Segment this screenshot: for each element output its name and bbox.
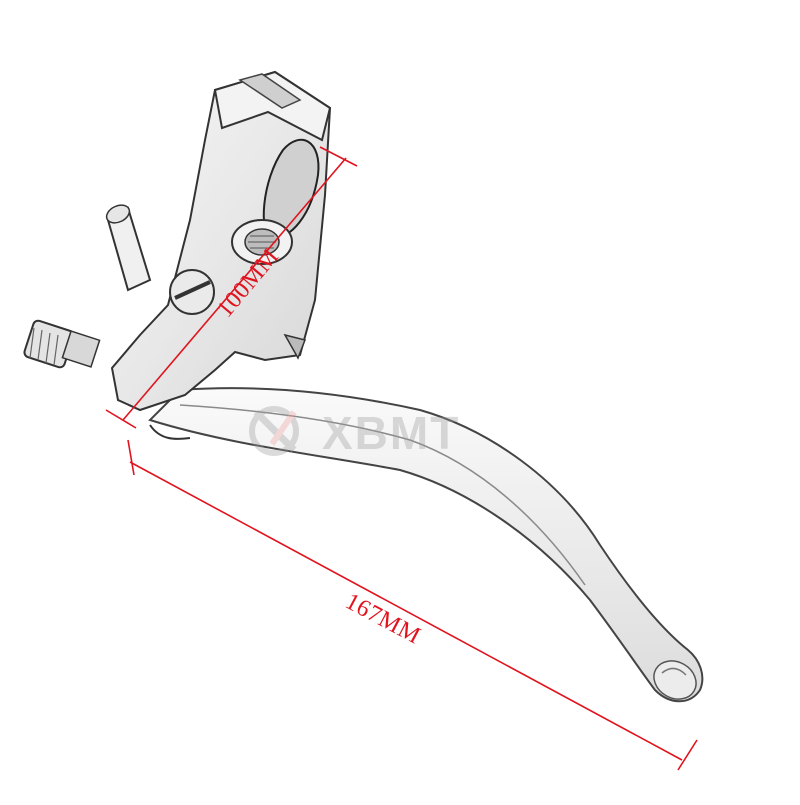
dimension-167mm xyxy=(127,439,698,771)
watermark: XBMT xyxy=(244,404,461,459)
lever-blade xyxy=(148,387,704,703)
watermark-logo-icon xyxy=(249,406,299,456)
lever-housing xyxy=(23,70,332,412)
watermark-text: XBMT xyxy=(322,407,461,459)
dimension-100mm xyxy=(105,146,358,429)
cable-adjuster xyxy=(23,319,101,369)
